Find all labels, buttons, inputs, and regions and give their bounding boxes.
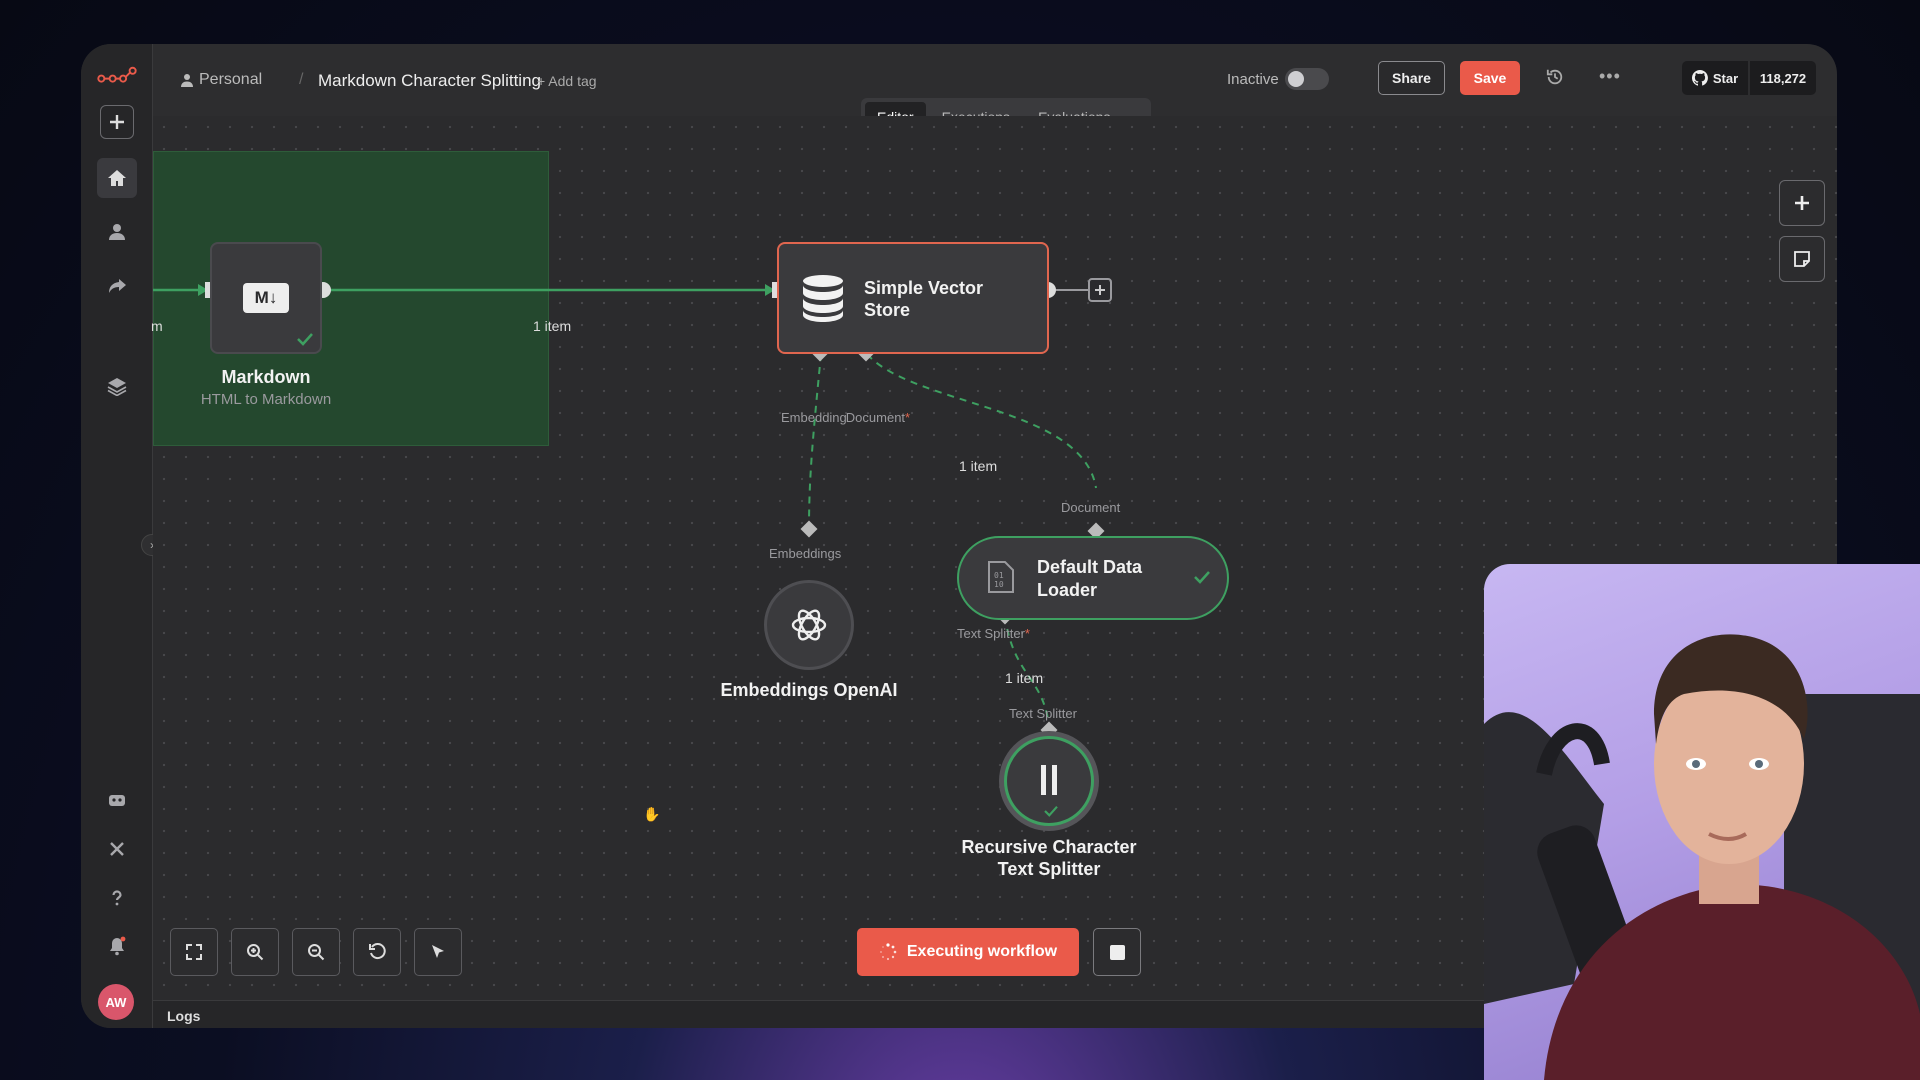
hand-cursor-icon: ✋	[643, 806, 661, 822]
items-count-label: 1 item	[533, 318, 572, 334]
add-button[interactable]	[100, 105, 134, 139]
port-label-text-splitter: Text Splitter*	[957, 626, 1030, 641]
workflow-title[interactable]: Markdown Character Splitting	[318, 71, 541, 90]
share-icon[interactable]	[97, 266, 137, 306]
executing-workflow-button[interactable]: Executing workflow	[857, 928, 1079, 976]
embeddings-openai-node[interactable]	[764, 580, 854, 670]
text-splitter-node-title: Recursive Character Text Splitter	[961, 837, 1137, 879]
port-label-embeddings: Embeddings	[769, 546, 842, 561]
items-count-label: 1 item	[1005, 670, 1044, 686]
openai-icon	[791, 609, 827, 641]
zoom-in-button[interactable]	[231, 928, 279, 976]
logs-label: Logs	[167, 1008, 201, 1024]
notifications-icon[interactable]	[97, 926, 137, 966]
port-label-embedding: EmbeddingDocument*	[781, 410, 911, 425]
zoom-out-icon	[308, 944, 325, 961]
connection-embeddings	[808, 353, 822, 529]
success-check-icon	[297, 333, 313, 346]
left-edge-label: m	[151, 318, 163, 334]
zoom-in-icon	[247, 944, 264, 961]
markdown-node[interactable]: M↓	[210, 242, 322, 354]
share-button[interactable]: Share	[1378, 61, 1445, 95]
default-data-loader-node[interactable]: 01 10 Default Data Loader	[957, 536, 1229, 620]
tidy-up-button[interactable]	[414, 928, 462, 976]
user-icon[interactable]	[97, 212, 137, 252]
breadcrumb-separator: /	[299, 71, 304, 88]
input-port-vector	[772, 282, 778, 298]
add-node-panel-button[interactable]	[1779, 180, 1825, 226]
recursive-text-splitter-node[interactable]	[1004, 736, 1094, 826]
input-arrow-vector	[765, 284, 775, 296]
stop-icon	[1109, 944, 1125, 960]
zoom-out-button[interactable]	[292, 928, 340, 976]
user-icon	[181, 74, 193, 87]
execute-label: Executing workflow	[906, 943, 1058, 960]
templates-icon[interactable]	[97, 780, 137, 820]
markdown-icon: M↓	[243, 283, 289, 313]
sticky-note-icon	[1794, 251, 1810, 267]
add-tag-button[interactable]: + Add tag	[537, 73, 597, 89]
save-button[interactable]: Save	[1460, 61, 1520, 95]
add-node-button[interactable]	[1088, 278, 1112, 302]
n8n-logo-icon[interactable]	[97, 56, 137, 96]
connection-text-splitter	[1004, 615, 1050, 727]
magic-cursor-icon	[432, 945, 444, 958]
project-name: Personal	[199, 71, 263, 88]
active-toggle[interactable]	[1285, 68, 1329, 90]
more-options-icon[interactable]: •••	[1599, 66, 1621, 86]
github-star-label: Star	[1712, 70, 1739, 86]
simple-vector-store-node[interactable]: Simple Vector Store	[777, 242, 1049, 354]
database-icon	[803, 275, 843, 322]
connection-document	[866, 353, 1097, 489]
spinner-icon	[879, 943, 897, 961]
items-count-label: 1 item	[959, 458, 998, 474]
binary-file-icon: 01 10	[988, 561, 1014, 593]
svg-text:01: 01	[994, 571, 1004, 580]
input-arrow-markdown	[198, 284, 208, 296]
fullscreen-icon	[186, 944, 202, 960]
webcam-overlay	[1484, 564, 1920, 1080]
undo-icon	[369, 943, 386, 960]
variables-icon[interactable]	[97, 829, 137, 869]
github-star-button[interactable]: Star	[1682, 61, 1748, 95]
port-label-document: Document	[1061, 500, 1121, 515]
breadcrumb-project[interactable]: Personal	[181, 71, 262, 89]
top-bar: Personal / Markdown Character Splitting …	[153, 44, 1837, 116]
success-check-icon	[1194, 571, 1210, 584]
history-icon[interactable]	[1546, 68, 1564, 91]
text-splitter-icon	[1041, 765, 1057, 795]
plus-icon	[1795, 196, 1809, 210]
embeddings-node-title: Embeddings OpenAI	[720, 680, 898, 700]
success-check-icon	[1044, 805, 1058, 817]
plus-icon	[1095, 285, 1105, 295]
data-loader-title: Default Data Loader	[1037, 557, 1143, 600]
active-status-label: Inactive	[1227, 71, 1279, 88]
reset-zoom-button[interactable]	[353, 928, 401, 976]
stop-execution-button[interactable]	[1093, 928, 1141, 976]
help-icon[interactable]	[97, 878, 137, 918]
port-label-text-splitter: Text Splitter	[1009, 706, 1077, 721]
svg-text:10: 10	[994, 580, 1004, 589]
vector-store-title: Simple Vector Store	[864, 278, 984, 320]
port-loader-document	[1087, 522, 1105, 540]
zoom-to-fit-button[interactable]	[170, 928, 218, 976]
add-sticky-note-button[interactable]	[1779, 236, 1825, 282]
markdown-node-title: Markdown	[221, 367, 311, 387]
port-embeddings	[800, 520, 818, 538]
sidebar: AW ›	[81, 44, 163, 1028]
github-icon	[1691, 70, 1708, 86]
webcam-presenter-image	[1484, 634, 1920, 1080]
port-splitter	[1040, 721, 1058, 739]
home-icon[interactable]	[97, 158, 137, 198]
github-star-count[interactable]: 118,272	[1750, 61, 1816, 95]
input-port-markdown	[205, 282, 211, 298]
layers-icon[interactable]	[97, 366, 137, 406]
avatar[interactable]: AW	[98, 984, 134, 1020]
markdown-node-subtitle: HTML to Markdown	[200, 391, 332, 408]
